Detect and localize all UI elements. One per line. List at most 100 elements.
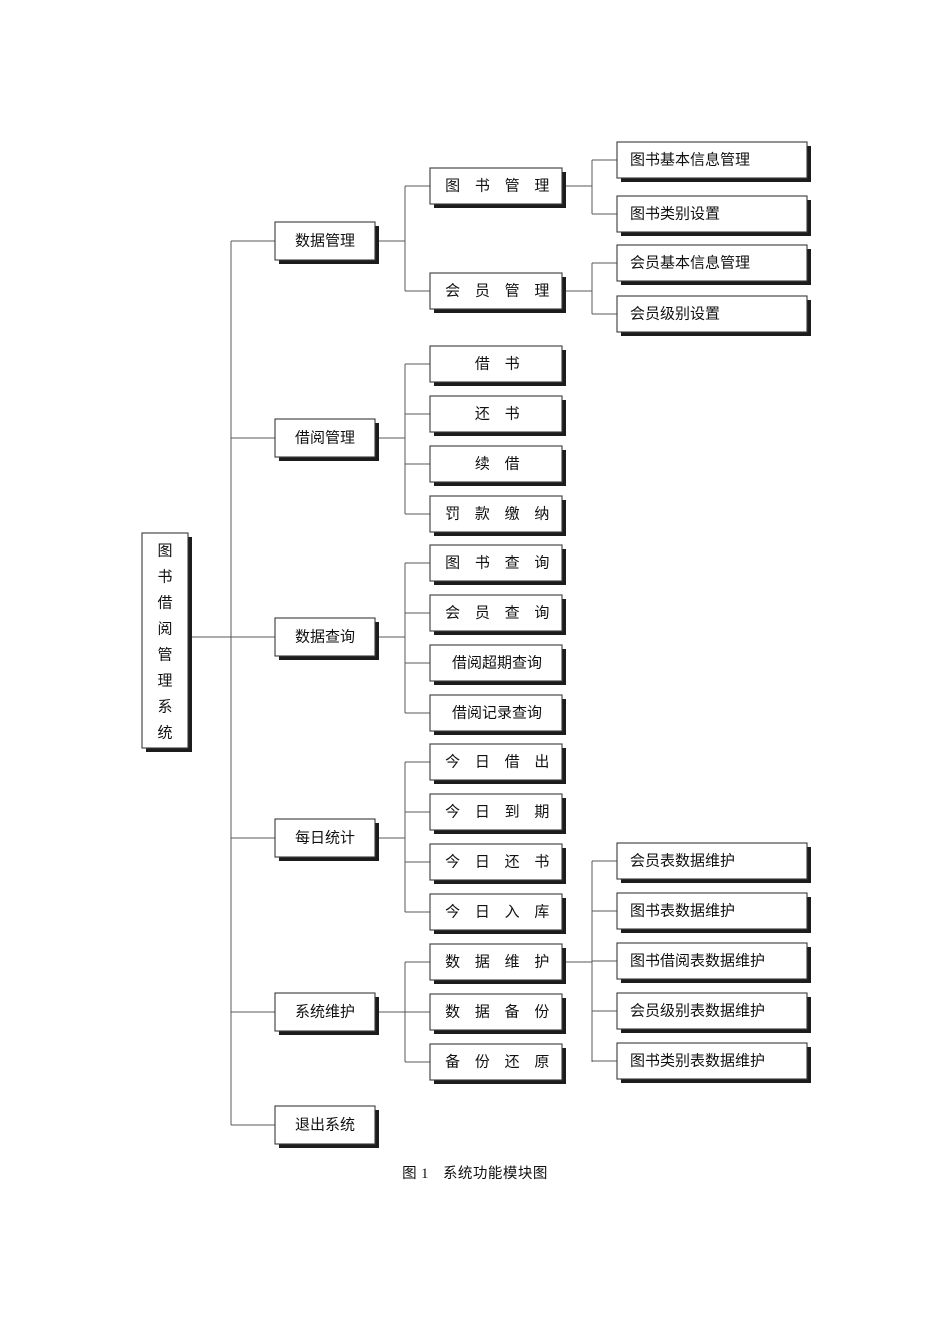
node-backup-restore[interactable]: 备 份 还 原 (429, 1043, 566, 1084)
node-box (616, 195, 808, 233)
node-label: 借阅管理 (295, 429, 355, 446)
node-today-lent[interactable]: 今 日 借 出 (429, 743, 566, 784)
node-box (429, 544, 563, 582)
node-book-query[interactable]: 图 书 查 询 (429, 544, 566, 585)
node-box (274, 992, 376, 1032)
node-box (274, 418, 376, 458)
node-book-table-maintenance[interactable]: 图书表数据维护 (616, 892, 811, 933)
node-member-level-table-maintenance[interactable]: 会员级别表数据维护 (616, 992, 811, 1033)
node-data-management[interactable]: 数据管理 (274, 221, 379, 264)
node-box (429, 395, 563, 433)
node-today-stocked[interactable]: 今 日 入 库 (429, 893, 566, 934)
node-box (616, 295, 808, 333)
node-label: 还 书 (475, 405, 525, 422)
node-box (429, 644, 563, 682)
node-box (429, 445, 563, 483)
node-data-maintenance[interactable]: 数 据 维 护 (429, 943, 566, 984)
node-book-category-table-maintenance[interactable]: 图书类别表数据维护 (616, 1042, 811, 1083)
node-label: 图书借阅表数据维护 (630, 952, 765, 969)
node-label: 续 借 (475, 455, 525, 472)
node-member-table-maintenance[interactable]: 会员表数据维护 (616, 842, 811, 883)
figure-caption-number: 图 1 (402, 1166, 429, 1182)
root-char-4: 管 (157, 646, 172, 663)
node-box (429, 893, 563, 931)
node-member-query[interactable]: 会 员 查 询 (429, 594, 566, 635)
node-label: 借 书 (475, 355, 525, 372)
node-label: 会员级别表数据维护 (630, 1002, 765, 1019)
node-box (616, 892, 808, 930)
node-label: 退出系统 (295, 1116, 355, 1133)
node-box (429, 943, 563, 981)
root-node[interactable]: 图 书 借 阅 管 理 系 统 (141, 532, 192, 752)
node-label: 会员基本信息管理 (630, 254, 750, 271)
node-box (429, 843, 563, 881)
node-box (616, 992, 808, 1030)
node-overdue-query[interactable]: 借阅超期查询 (429, 644, 566, 685)
node-box (429, 793, 563, 831)
node-label: 图 书 管 理 (445, 177, 555, 194)
node-box (429, 345, 563, 383)
node-renew-book[interactable]: 续 借 (429, 445, 566, 486)
root-char-3: 阅 (157, 620, 172, 637)
root-node-box (141, 532, 189, 749)
node-borrow-management[interactable]: 借阅管理 (274, 418, 379, 461)
node-box (429, 1043, 563, 1081)
node-return-book[interactable]: 还 书 (429, 395, 566, 436)
node-label: 图 书 查 询 (445, 554, 555, 571)
node-label: 罚 款 缴 纳 (445, 505, 555, 522)
node-box (429, 495, 563, 533)
node-record-query[interactable]: 借阅记录查询 (429, 694, 566, 735)
node-box (429, 594, 563, 632)
node-box (616, 1042, 808, 1080)
node-exit-system[interactable]: 退出系统 (274, 1105, 379, 1148)
node-borrow-book[interactable]: 借 书 (429, 345, 566, 386)
node-member-management[interactable]: 会 员 管 理 (429, 272, 566, 313)
node-today-returned[interactable]: 今 日 还 书 (429, 843, 566, 884)
node-label: 借阅超期查询 (452, 654, 542, 671)
root-char-7: 统 (157, 724, 172, 741)
root-char-1: 书 (157, 568, 172, 585)
root-char-6: 系 (157, 698, 172, 715)
node-box (616, 141, 808, 179)
node-label: 图书基本信息管理 (630, 151, 750, 168)
node-system-maintenance[interactable]: 系统维护 (274, 992, 379, 1035)
figure-caption: 图 1 系统功能模块图 (0, 1162, 950, 1183)
node-label: 今 日 入 库 (445, 903, 555, 920)
node-book-basic-info-management[interactable]: 图书基本信息管理 (616, 141, 811, 182)
node-label: 今 日 还 书 (445, 853, 555, 870)
node-box (274, 818, 376, 858)
node-label: 借阅记录查询 (452, 704, 542, 721)
node-label: 会员表数据维护 (630, 852, 735, 869)
root-char-0: 图 (157, 542, 172, 559)
node-borrow-table-maintenance[interactable]: 图书借阅表数据维护 (616, 942, 811, 983)
node-member-level-setting[interactable]: 会员级别设置 (616, 295, 811, 336)
node-label: 数据查询 (295, 628, 355, 645)
node-today-due[interactable]: 今 日 到 期 (429, 793, 566, 834)
node-book-management[interactable]: 图 书 管 理 (429, 167, 566, 208)
root-char-2: 借 (157, 594, 172, 611)
root-char-5: 理 (157, 673, 172, 689)
node-data-query[interactable]: 数据查询 (274, 617, 379, 660)
node-label: 数据管理 (295, 232, 355, 249)
node-box (616, 942, 808, 980)
node-box (274, 221, 376, 261)
node-box (429, 167, 563, 205)
node-label: 今 日 到 期 (445, 803, 555, 820)
node-label: 图书表数据维护 (630, 902, 735, 919)
node-box (429, 993, 563, 1031)
node-box (616, 842, 808, 880)
connector-layer (188, 159, 617, 1126)
node-daily-statistics[interactable]: 每日统计 (274, 818, 379, 861)
node-book-category-setting[interactable]: 图书类别设置 (616, 195, 811, 236)
node-box (429, 743, 563, 781)
node-label: 会 员 查 询 (445, 604, 555, 621)
node-label: 图书类别设置 (630, 205, 720, 222)
node-box (429, 272, 563, 310)
node-member-basic-info-management[interactable]: 会员基本信息管理 (616, 244, 811, 285)
node-fine-payment[interactable]: 罚 款 缴 纳 (429, 495, 566, 536)
node-box (616, 244, 808, 282)
figure-caption-title: 系统功能模块图 (442, 1166, 548, 1182)
node-data-backup[interactable]: 数 据 备 份 (429, 993, 566, 1034)
